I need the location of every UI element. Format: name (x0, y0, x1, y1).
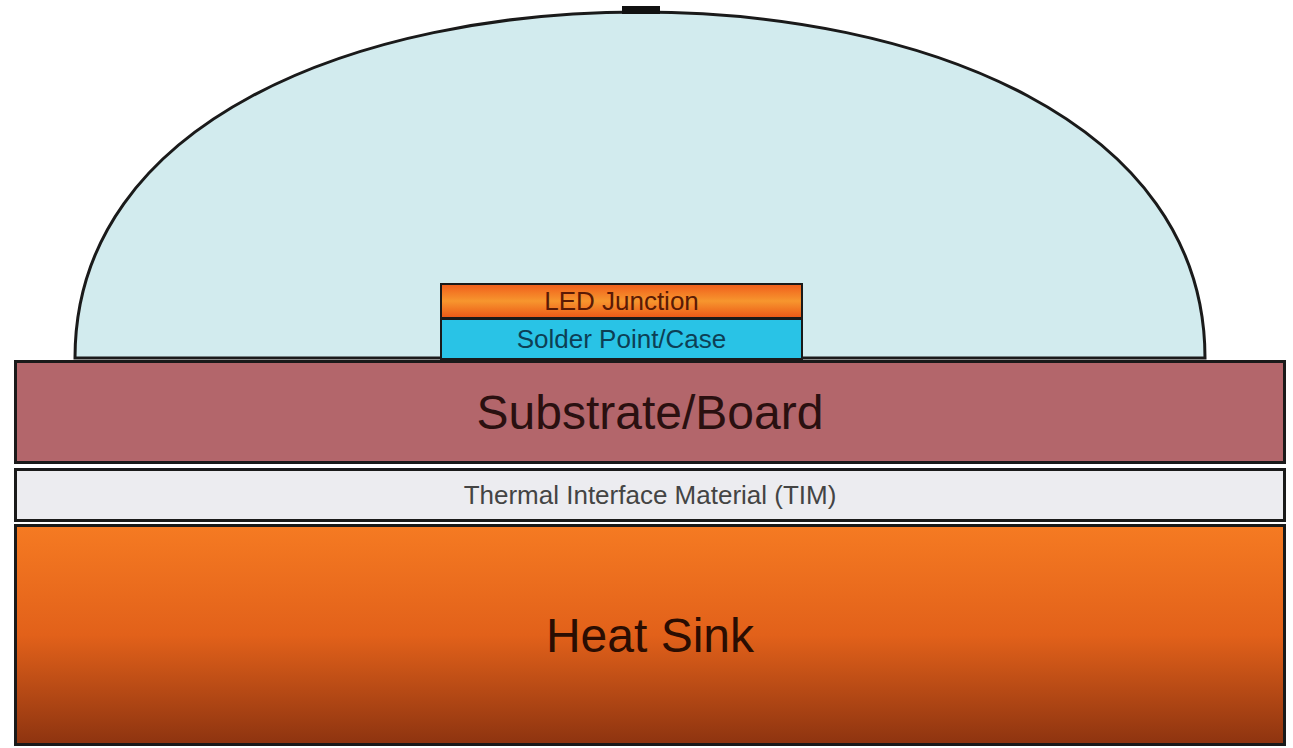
lens-dome (75, 12, 1205, 358)
dome-top-mark (622, 6, 660, 14)
led-junction-layer: LED Junction (440, 283, 803, 319)
layer-label: Solder Point/Case (517, 324, 727, 355)
solder-point-layer: Solder Point/Case (440, 318, 803, 360)
tim-band: Thermal Interface Material (TIM) (14, 468, 1286, 522)
substrate-band: Substrate/Board (14, 360, 1286, 464)
heat-sink-band: Heat Sink (14, 524, 1286, 746)
layer-label: LED Junction (544, 286, 699, 317)
layer-label: Heat Sink (546, 608, 754, 663)
layer-label: Thermal Interface Material (TIM) (464, 480, 837, 511)
layer-label: Substrate/Board (477, 385, 824, 440)
